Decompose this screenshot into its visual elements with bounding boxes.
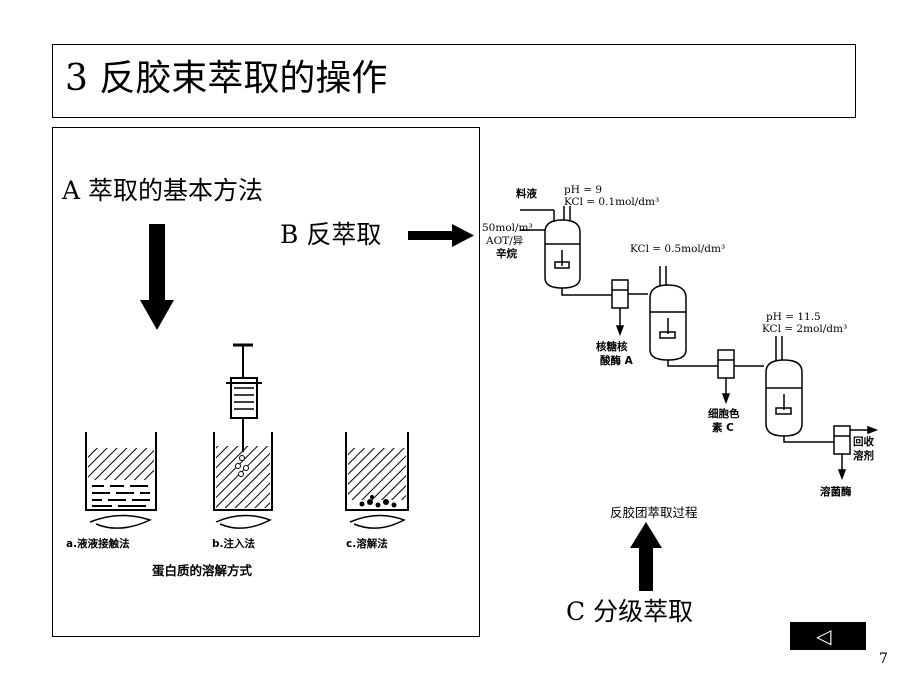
recycle-line2: 溶剂 <box>853 450 874 462</box>
section-c-heading: C 分级萃取 <box>566 597 694 626</box>
method-a-vessel <box>85 432 157 529</box>
solvent-conc: 50mol/m³ <box>482 222 533 234</box>
method-a-label: a.液液接触法 <box>66 538 130 550</box>
back-button[interactable]: ◁ <box>790 622 866 650</box>
right-arrow-b <box>408 224 474 247</box>
output1-line2: 酸酶 A <box>600 355 633 367</box>
slide-title: 3 反胶束萃取的操作 <box>65 58 388 99</box>
feed-label: 料液 <box>516 188 537 200</box>
stage3-kcl: KCl = 2mol/dm³ <box>762 323 848 335</box>
process-flow-diagram <box>520 206 879 481</box>
method-b-label: b.注入法 <box>212 538 256 550</box>
section-a-heading: A 萃取的基本方法 <box>62 176 264 205</box>
recycle-line1: 回收 <box>853 436 874 448</box>
back-arrow-icon: ◁ <box>816 624 832 648</box>
solvent-octane: 辛烷 <box>496 248 517 260</box>
method-c-label: c.溶解法 <box>346 538 388 550</box>
left-panel <box>52 127 480 637</box>
stage2-kcl: KCl = 0.5mol/dm³ <box>630 243 726 255</box>
method-c-vessel <box>345 432 409 529</box>
feed-kcl: KCl = 0.1mol/dm³ <box>564 196 660 208</box>
page-number: 7 <box>879 651 888 667</box>
title-box: 3 反胶束萃取的操作 <box>52 44 856 118</box>
output1-line1: 核糖核 <box>596 341 628 353</box>
section-b-heading: B 反萃取 <box>280 220 382 249</box>
output2-line1: 细胞色 <box>708 408 740 420</box>
solvent-aot: AOT/异 <box>486 235 524 247</box>
up-arrow-c <box>630 522 662 591</box>
feed-ph: pH = 9 <box>564 184 603 196</box>
section-a-caption: 蛋白质的溶解方式 <box>152 563 253 578</box>
output2-line2: 素 C <box>712 422 734 434</box>
stage3-ph: pH = 11.5 <box>766 311 821 323</box>
output3-label: 溶菌酶 <box>820 486 852 498</box>
down-arrow-a <box>140 224 174 330</box>
section-b-caption: 反胶团萃取过程 <box>610 505 698 520</box>
method-b-vessel <box>213 343 273 529</box>
